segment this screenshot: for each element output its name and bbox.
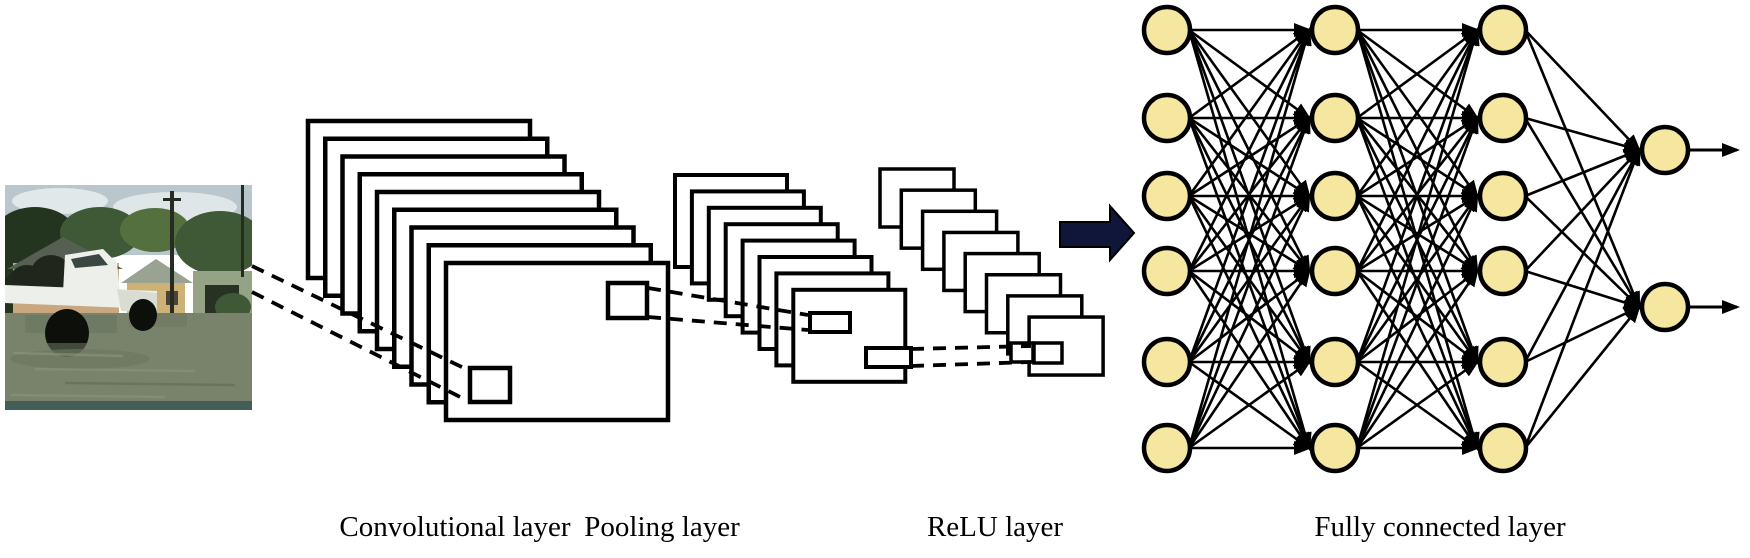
fc-edge [1523,147,1641,449]
fc-edge [1524,116,1642,153]
fc-edge [1356,116,1480,198]
fc-edge [1187,268,1311,449]
neuron-node [1309,336,1361,388]
neuron-node [1141,4,1193,56]
neuron-node [1309,92,1361,144]
dashed-receptive-field-connectors [251,264,1032,403]
fc-edge [1187,115,1311,449]
neuron-node [1477,4,1529,56]
fc-edge [1355,27,1479,197]
photo-shape [64,381,236,387]
neuron-node [1309,245,1361,297]
fc-edge [1188,269,1312,364]
fc-edge [1355,27,1480,449]
neuron-node [1639,124,1691,176]
photo-shape [9,393,166,399]
fc-edge [1187,27,1312,449]
flow-arrow [1059,203,1136,263]
connector-dashed-line [910,344,1032,351]
photo-shape [129,299,157,331]
fc-edge [1523,147,1641,363]
connector-dashed-line [647,286,809,317]
fc-edge [1187,27,1311,197]
label-pooling-layer: Pooling layer [584,511,740,543]
neuron-node [1141,92,1193,144]
fc-edge [1188,360,1312,450]
neuron-node [1639,281,1691,333]
fc-edge [1355,268,1479,449]
fc-edge [1355,115,1479,449]
neuron-node [1141,170,1193,222]
fc-edge [1524,305,1642,364]
receptive-field-box [864,346,913,369]
photo-shape [12,351,124,358]
fc-edge [1356,194,1480,273]
connector-dashed-line [251,290,469,403]
receptive-field-box [1032,341,1064,365]
photo-shape [121,259,193,283]
input-flood-scene-photo [5,185,252,410]
photo-shape [241,185,244,277]
connector-dashed-line [251,264,469,372]
fc-edge [1356,28,1480,120]
fc-edge [1355,193,1479,363]
neuron-node [1141,245,1193,297]
neuron-node [1141,422,1193,474]
fc-edge [1187,193,1311,449]
neuron-node [1477,245,1529,297]
fc-edge [1356,269,1480,364]
neuron-node [1477,336,1529,388]
receptive-field-box [605,280,650,321]
fc-edge [1355,27,1479,363]
fc-edge [1523,117,1641,310]
neuron-node [1477,92,1529,144]
fc-edge [1524,195,1642,310]
feature-map-sheet [791,287,908,384]
flow-arrow-shape [1059,203,1136,263]
photo-shape [175,211,252,275]
label-convolutional-layer: Convolutional layer [339,511,571,543]
fc-edge [1524,148,1642,198]
photo-shape [170,191,174,323]
fc-edge [1188,28,1312,120]
neuron-node [1477,422,1529,474]
fc-edge [1187,193,1311,363]
neuron-node [1309,170,1361,222]
fc-edge [1523,29,1641,310]
fc-edge [1524,29,1642,153]
photo-shape [71,254,108,268]
neuron-node [1141,336,1193,388]
conv-layer-stack [305,118,671,423]
neuron-node [1309,4,1361,56]
neuron-node [1477,170,1529,222]
label-relu-layer: ReLU layer [926,511,1064,543]
fc-edge [1188,194,1312,273]
fc-edge [1187,27,1311,363]
fc-edge [1523,304,1641,449]
fc-edge [1355,193,1479,449]
connector-dashed-line [910,360,1032,368]
connector-dashed-line [647,315,809,332]
pooling-layer-stack [673,173,913,384]
fc-edge [1356,360,1480,450]
neuron-node [1309,422,1361,474]
photo-shape [34,367,196,373]
photo-shape [5,401,252,410]
label-fully-connected-layer: Fully connected layer [1314,511,1566,543]
photo-shape [60,207,140,259]
fc-edge [1355,27,1479,272]
fc-edge [1187,27,1311,272]
relu-layer-stack [878,167,1105,377]
fc-edge [1524,147,1642,272]
fully-connected-network [1141,4,1740,474]
receptive-field-box [467,365,513,405]
fc-edge [1524,269,1642,310]
fc-edge [1188,116,1312,198]
receptive-field-box [808,311,852,334]
photo-shape [163,198,181,201]
